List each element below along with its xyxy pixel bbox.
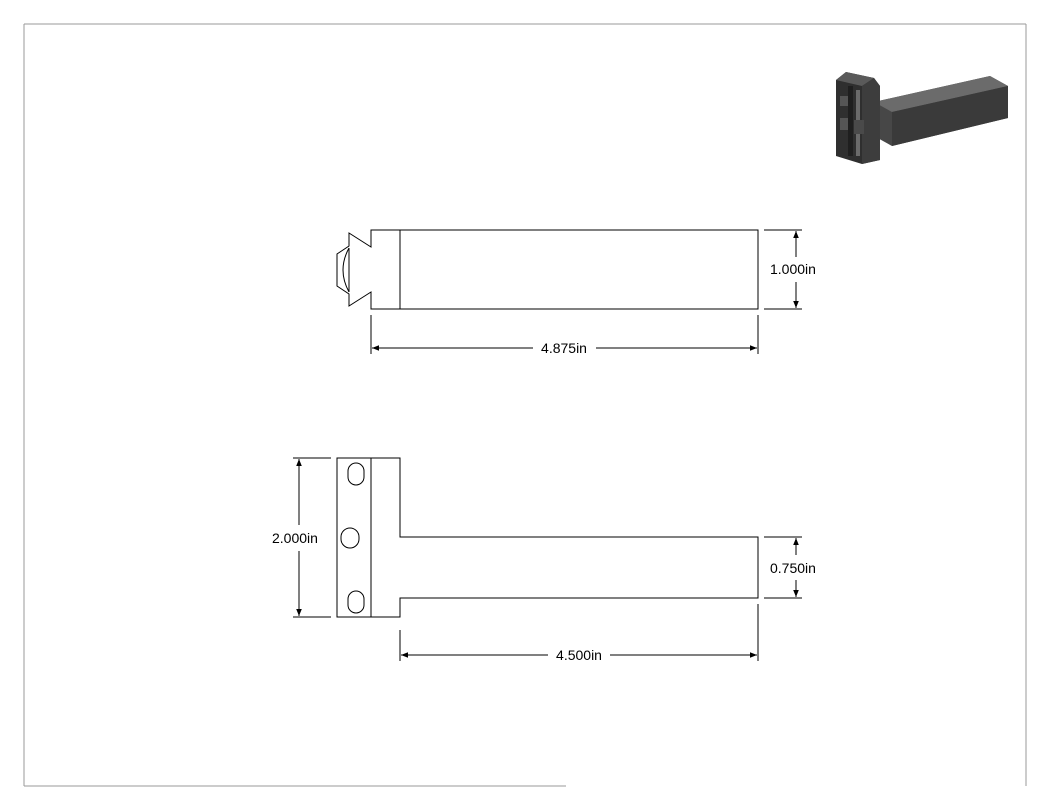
front-view [336, 229, 759, 310]
dimension-arm-width [764, 536, 802, 599]
dim-label-top-width: 2.000in [272, 530, 318, 546]
dim-label-arm-width: 0.750in [770, 560, 816, 576]
dimension-front-height [764, 229, 802, 310]
dim-label-front-length: 4.875in [541, 340, 587, 356]
dimension-top-width [293, 457, 331, 618]
sheet-border [23, 23, 1027, 787]
top-view [336, 457, 759, 618]
dimension-arm-length [399, 604, 759, 661]
dim-label-arm-length: 4.500in [556, 647, 602, 663]
isometric-view [836, 72, 1008, 164]
dim-label-front-height: 1.000in [770, 261, 816, 277]
dimension-front-length [370, 315, 759, 354]
